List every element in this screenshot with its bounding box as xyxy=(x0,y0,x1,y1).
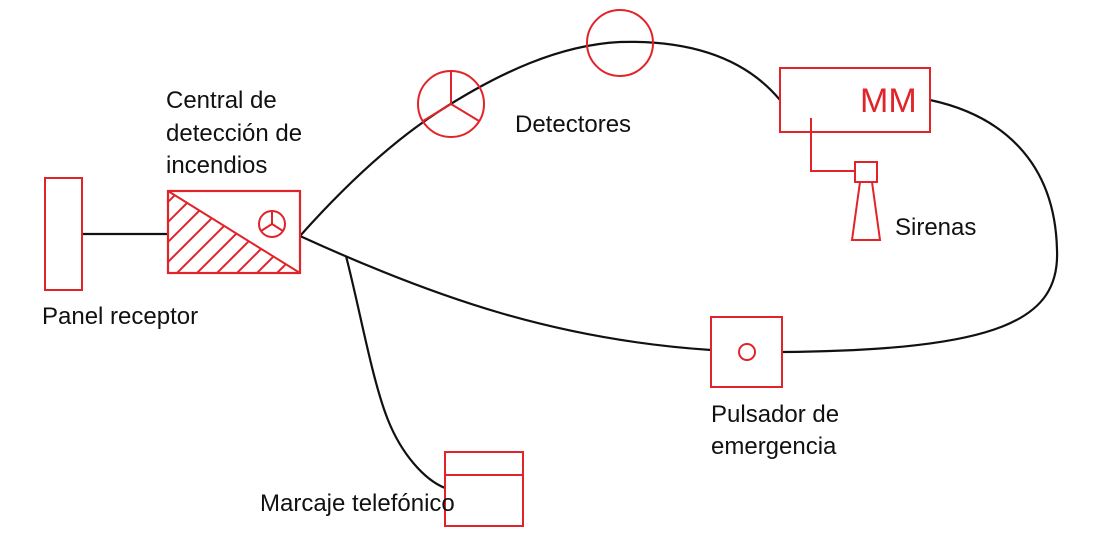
siren-wire xyxy=(810,118,855,172)
panel-receptor xyxy=(44,177,83,291)
wire-central-to-detectors xyxy=(299,40,781,237)
push-button-icon xyxy=(710,316,783,388)
detectores-label: Detectores xyxy=(515,111,631,138)
siren-horn-icon xyxy=(850,161,882,241)
module-mm: MM xyxy=(779,67,931,172)
smoke-detector-icon xyxy=(586,9,654,77)
central-diagonal xyxy=(167,190,301,274)
pulsador-label-line1: Pulsador de xyxy=(711,401,839,428)
wire-pulsador-to-central xyxy=(299,234,712,352)
panel-receptor-box xyxy=(44,177,83,291)
module-mm-label: MM xyxy=(860,82,917,120)
wire-central-to-marcaje xyxy=(344,255,446,490)
wiring xyxy=(82,40,1059,490)
central-label-line2: detección de xyxy=(166,120,302,147)
telephone-dialer xyxy=(444,451,524,527)
wire-module-loop-to-pulsador xyxy=(781,98,1059,354)
detector-symbol-icon xyxy=(258,210,286,238)
central-label-line3: incendios xyxy=(166,152,267,179)
module-mm-box xyxy=(779,67,931,133)
pulsador-label-line2: emergencia xyxy=(711,433,837,460)
central-deteccion xyxy=(166,189,302,275)
smoke-detector-icon xyxy=(417,70,485,138)
central-box xyxy=(166,189,302,275)
panel-receptor-label: Panel receptor xyxy=(42,303,198,330)
central-label-line1: Central de xyxy=(166,87,277,114)
sirenas-label: Sirenas xyxy=(895,214,976,241)
marcaje-label: Marcaje telefónico xyxy=(260,490,455,517)
